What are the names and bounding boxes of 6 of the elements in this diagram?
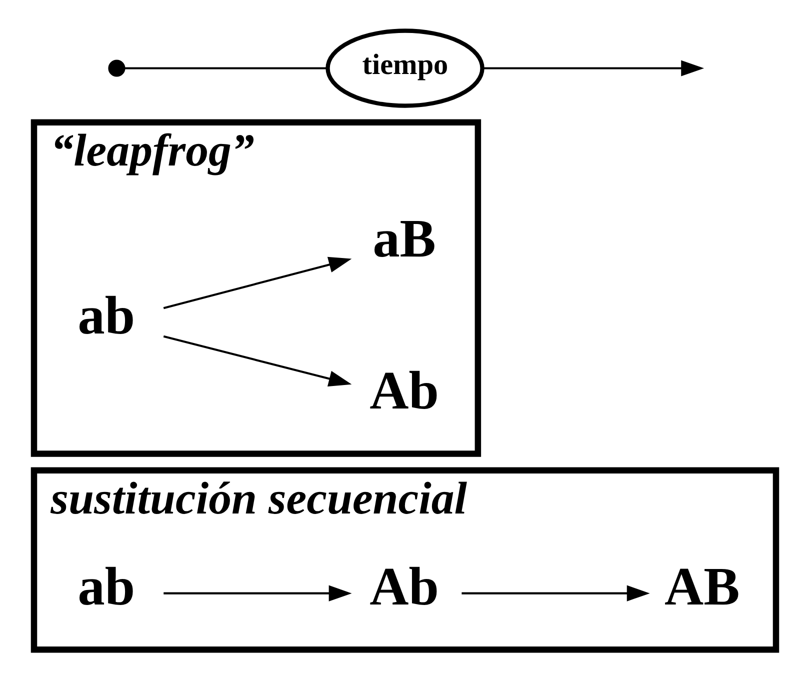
node-text: ab	[77, 285, 134, 346]
node-text: Ab	[369, 360, 438, 421]
node-text: aB	[372, 208, 436, 268]
node-text: AB	[664, 556, 740, 616]
node-text: Ab	[369, 556, 438, 616]
node-text: ab	[77, 556, 134, 616]
